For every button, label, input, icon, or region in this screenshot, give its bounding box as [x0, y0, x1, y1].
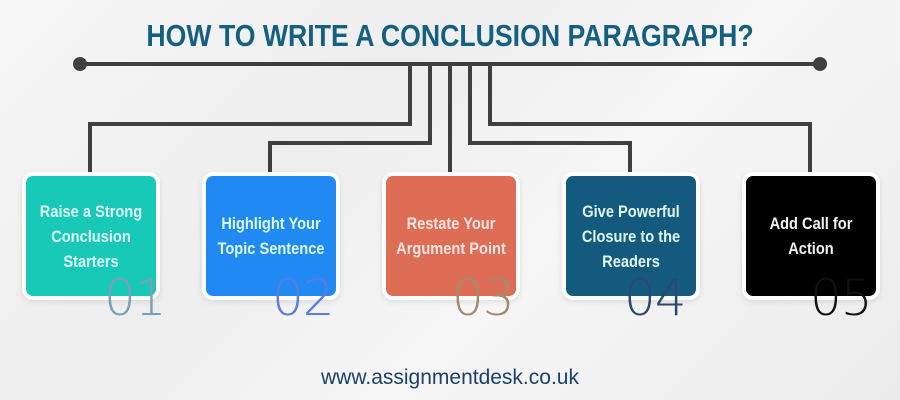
- step-card-3: Restate Your Argument Point: [386, 176, 516, 296]
- line-end-dot-right: [813, 57, 827, 71]
- step-label: Highlight Your Topic Sentence: [217, 214, 325, 258]
- step-number: 04: [624, 269, 687, 327]
- step-card-4: Give Powerful Closure to the Readers: [566, 176, 696, 296]
- step-label: Give Powerful Closure to the Readers: [581, 201, 681, 271]
- page-title: HOW TO WRITE A CONCLUSION PARAGRAPH?: [146, 18, 754, 53]
- step-number: 02: [272, 269, 335, 327]
- line-end-dot-left: [73, 57, 87, 71]
- step-number: 01: [104, 269, 167, 327]
- step-label: Restate Your Argument Point: [396, 214, 506, 258]
- step-number: 05: [810, 269, 873, 327]
- step-card-2: Highlight Your Topic Sentence: [206, 176, 336, 296]
- footer-url: www.assignmentdesk.co.uk: [321, 366, 579, 389]
- step-card-5: Add Call for Action: [746, 176, 876, 296]
- step-number: 03: [452, 269, 515, 327]
- step-card-1: Raise a Strong Conclusion Starters: [26, 176, 156, 296]
- step-label: Raise a Strong Conclusion Starters: [39, 201, 143, 271]
- step-label: Add Call for Action: [769, 214, 853, 258]
